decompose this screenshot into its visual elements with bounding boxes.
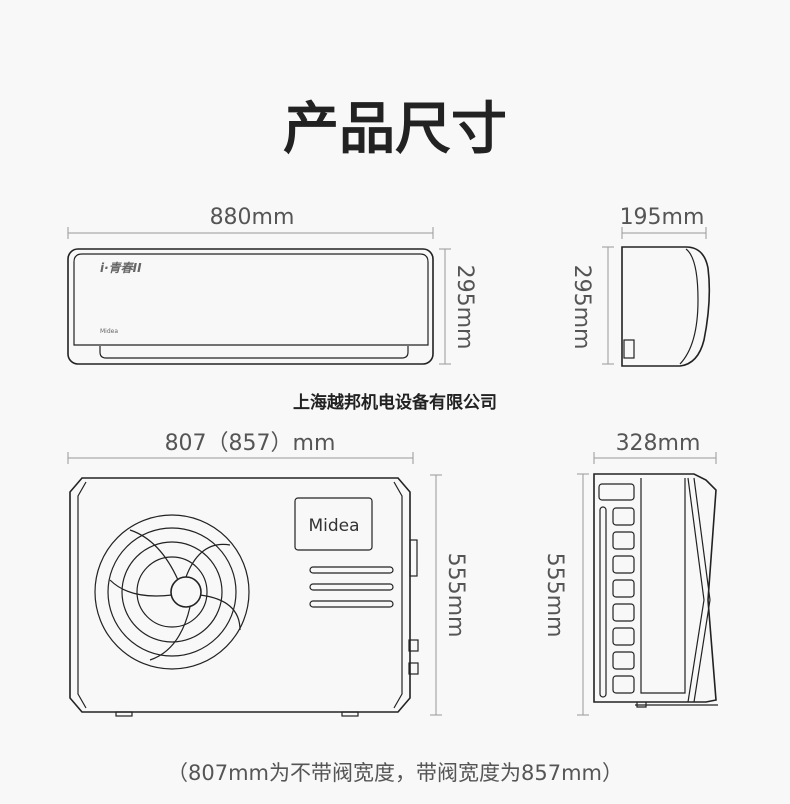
indoor-width-dimension: 880mm	[67, 205, 434, 239]
watermark: 上海越邦机电设备有限公司	[293, 392, 497, 413]
series-logo: i·青春II	[100, 261, 142, 275]
footnote: （807mm为不带阀宽度，带阀宽度为857mm）	[167, 761, 623, 785]
midea-logo-small: Midea	[100, 328, 118, 335]
indoor-unit-side	[621, 246, 711, 367]
svg-text:295mm: 295mm	[452, 265, 477, 350]
outdoor-unit-side	[593, 473, 718, 708]
outdoor-height-dimension: 555mm	[430, 474, 468, 716]
fan-grille	[94, 514, 250, 670]
svg-text:195mm: 195mm	[620, 205, 705, 230]
svg-text:555mm: 555mm	[443, 553, 468, 638]
indoor-height-dimension: 295mm	[439, 248, 477, 365]
outdoor-width-dimension: 807（857）mm	[67, 431, 414, 464]
midea-logo: Midea	[308, 516, 359, 536]
svg-text:555mm: 555mm	[542, 553, 567, 638]
outdoor-depth-dimension: 328mm	[593, 431, 717, 464]
svg-text:328mm: 328mm	[616, 431, 701, 456]
outdoor-side-height-dimension: 555mm	[542, 473, 589, 716]
indoor-side-height-dimension: 295mm	[569, 246, 614, 365]
svg-text:807（857）mm: 807（857）mm	[165, 431, 336, 456]
svg-text:880mm: 880mm	[210, 205, 295, 230]
outdoor-unit-front: Midea	[69, 477, 419, 717]
svg-text:295mm: 295mm	[569, 265, 594, 350]
indoor-depth-dimension: 195mm	[620, 205, 707, 239]
indoor-unit-front: i·青春II Midea	[67, 248, 434, 365]
page-title: 产品尺寸	[283, 97, 507, 162]
